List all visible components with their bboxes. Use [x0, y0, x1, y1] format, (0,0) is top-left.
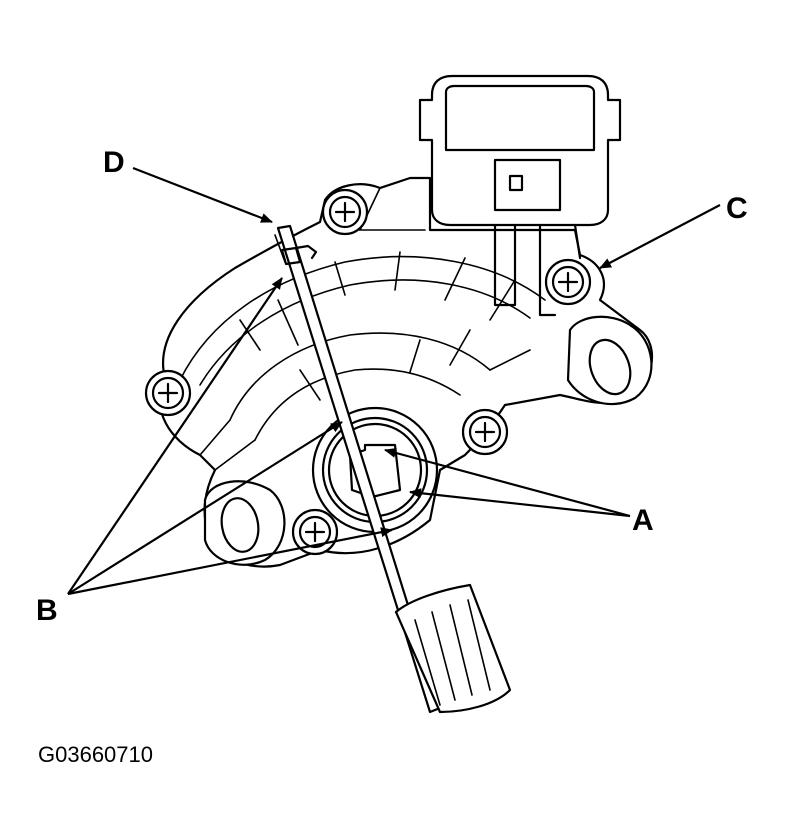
leader-b — [67, 277, 393, 596]
leader-a — [384, 448, 631, 518]
figure-code: G03660710 — [38, 742, 153, 767]
leader-d — [132, 166, 273, 224]
connector — [418, 74, 622, 317]
screw-right — [544, 258, 592, 306]
housing-ribs — [179, 187, 561, 471]
label-a: A — [632, 504, 654, 537]
label-d: D — [103, 146, 125, 179]
screw-center-right — [461, 408, 509, 456]
screwdriver — [394, 583, 512, 714]
label-b: B — [36, 594, 58, 627]
label-c: C — [726, 192, 748, 225]
screw-top — [321, 188, 369, 236]
screw-left — [144, 369, 192, 417]
left-mounting-ear — [203, 480, 286, 566]
leader-c — [599, 204, 721, 269]
right-mounting-ear — [566, 315, 653, 406]
